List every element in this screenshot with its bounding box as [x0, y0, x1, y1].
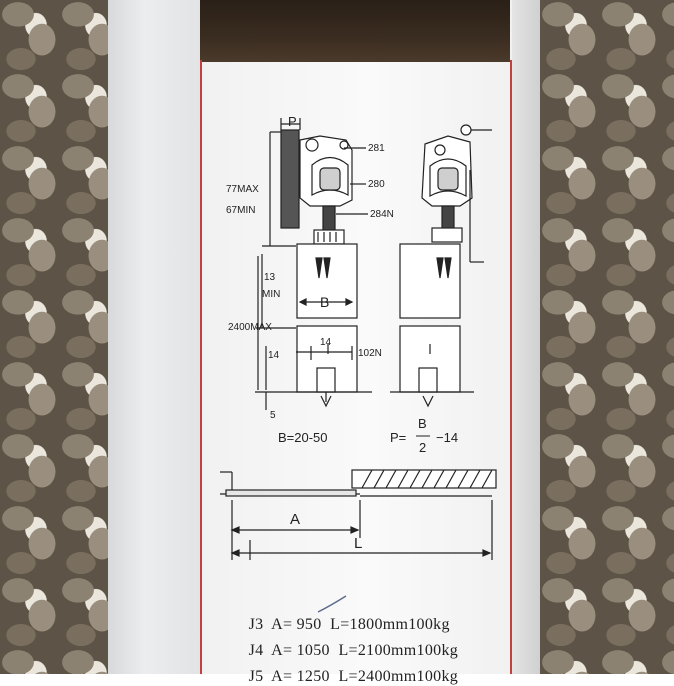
left-hanger-assembly	[255, 118, 372, 410]
label-77max: 77MAX	[226, 184, 259, 195]
label-min: MIN	[262, 289, 280, 300]
label-281: 281	[368, 143, 385, 154]
spec-model: J5	[248, 668, 264, 685]
product-photo-strip	[200, 0, 510, 62]
label-13: 13	[264, 272, 276, 283]
label-b-range: B=20-50	[278, 430, 328, 445]
box-right-edge	[512, 0, 540, 674]
red-border-right	[510, 60, 512, 674]
label-14-top: 14	[320, 337, 332, 348]
label-p-formula-rhs: −14	[436, 430, 458, 445]
spec-row-j4: J4 A= 1050 L=2100mm100kg	[240, 624, 458, 660]
spec-l: L=2400mm100kg	[338, 668, 459, 685]
label-track-l: L	[354, 535, 362, 552]
label-14-left: 14	[268, 350, 280, 361]
label-284n: 284N	[370, 209, 394, 220]
label-track-a: A	[290, 511, 300, 528]
spec-row-j3: J3 A= 950 L=1800mm100kg	[240, 598, 450, 634]
label-2400max: 2400MAX	[228, 322, 272, 333]
spec-a: A= 1050	[271, 642, 330, 659]
label-p-formula-num: B	[418, 416, 427, 431]
stone-wall-right	[540, 0, 674, 674]
label-b: B	[320, 294, 329, 310]
spec-l: L=1800mm100kg	[330, 616, 450, 633]
red-border-left	[200, 60, 202, 674]
spec-model: J3	[248, 616, 264, 633]
spec-a: A= 950	[271, 616, 322, 633]
spec-model: J4	[248, 642, 264, 659]
spec-a: A= 1250	[271, 668, 330, 685]
label-67min: 67MIN	[226, 205, 255, 216]
label-280: 280	[368, 179, 385, 190]
right-hanger-assembly	[390, 124, 492, 408]
box-front-panel	[200, 0, 540, 674]
box-side-panel	[108, 0, 201, 674]
label-p: P	[288, 114, 297, 129]
label-102n: 102N	[358, 348, 382, 359]
handwritten-check-mark	[317, 595, 347, 613]
spec-l: L=2100mm100kg	[338, 642, 459, 659]
stone-wall-left	[0, 0, 122, 674]
label-p-formula-den: 2	[419, 440, 426, 455]
track-plan	[220, 469, 497, 560]
label-5: 5	[270, 410, 276, 421]
spec-row-j5: J5 A= 1250 L=2400mm100kg	[240, 650, 458, 686]
label-p-formula-lhs: P=	[390, 430, 406, 445]
